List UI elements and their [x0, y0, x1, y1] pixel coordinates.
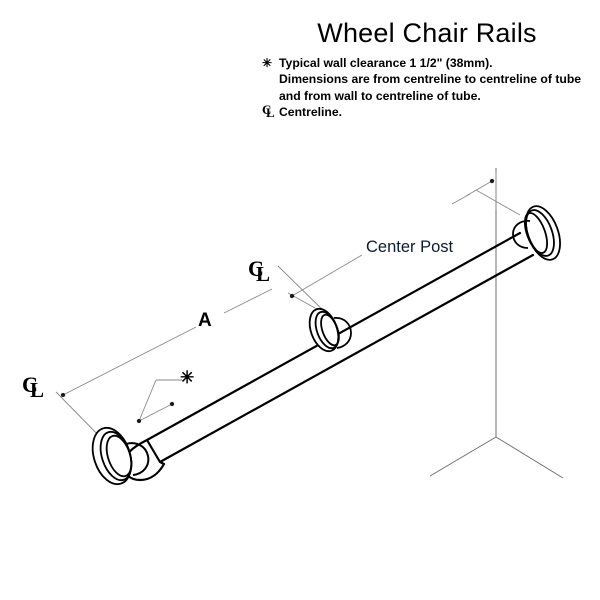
wall-corner	[429, 168, 564, 479]
dimension-wall-clearance	[136, 379, 182, 424]
centreline-marker-center-post: C L	[248, 256, 274, 286]
centreline-icon: C L	[262, 102, 275, 121]
centreline-c-glyph: C	[22, 372, 38, 397]
note-item: ✳ Typical wall clearance 1 1/2" (38mm).	[262, 55, 592, 71]
note-text: and from wall to centreline of tube.	[279, 88, 481, 103]
centreline-l-glyph: L	[266, 105, 275, 121]
center-post-flange	[308, 307, 352, 353]
title-block: Wheel Chair Rails ✳ Typical wall clearan…	[262, 18, 592, 121]
dimension-label-wall-clearance: ✳	[180, 368, 195, 387]
note-item: Dimensions are from centreline to centre…	[262, 71, 592, 87]
note-item: C L Centreline.	[262, 102, 592, 121]
dimension-label-a: A	[198, 310, 212, 331]
note-text: Centreline.	[279, 105, 342, 120]
centreline-symbol: C L	[262, 102, 275, 121]
centreline-c-glyph: C	[262, 102, 272, 118]
dimension-A	[55, 265, 334, 448]
centreline-l-glyph: L	[256, 262, 271, 286]
left-wall-flange	[91, 426, 150, 486]
dimension-center-post	[287, 172, 521, 319]
notes-list: ✳ Typical wall clearance 1 1/2" (38mm). …	[262, 55, 592, 121]
note-text: Dimensions are from centreline to centre…	[279, 72, 582, 87]
note-item: and from wall to centreline of tube.	[262, 88, 592, 104]
centreline-c-glyph: C	[248, 256, 264, 281]
centreline-marker-left: C L	[22, 372, 48, 402]
centreline-l-glyph: L	[30, 378, 45, 402]
page-title: Wheel Chair Rails	[317, 18, 537, 48]
right-wall-flange	[512, 205, 561, 261]
asterisk-symbol: ✳	[262, 56, 273, 70]
dimension-label-center-post: Center Post	[366, 238, 454, 256]
note-text: Typical wall clearance 1 1/2" (38mm).	[279, 56, 493, 70]
